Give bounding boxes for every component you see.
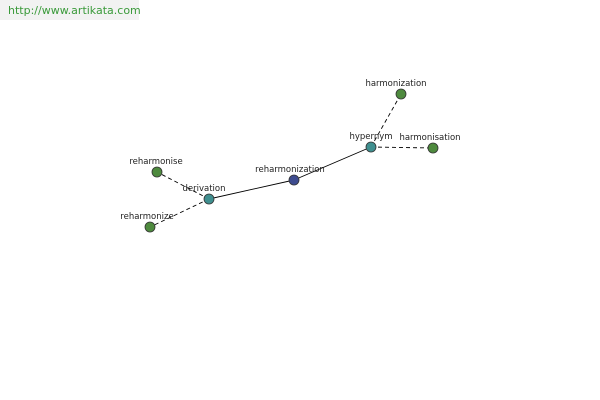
- node-label-reharmonise[interactable]: reharmonise: [129, 157, 182, 167]
- node-dot-reharmonization[interactable]: [288, 174, 300, 186]
- node-label-derivation[interactable]: derivation: [182, 184, 225, 194]
- node-label-reharmonization[interactable]: reharmonization: [255, 165, 325, 175]
- edge-derivation-reharmonization: [208, 179, 295, 200]
- node-derivation[interactable]: derivation: [182, 184, 226, 205]
- node-reharmonise[interactable]: reharmonise: [129, 157, 183, 178]
- node-label-reharmonize[interactable]: reharmonize: [120, 212, 173, 222]
- node-harmonisation[interactable]: harmonisation: [399, 133, 461, 154]
- node-label-hypernym[interactable]: hypernym: [349, 132, 392, 142]
- url-banner: http://www.artikata.com: [0, 0, 141, 20]
- node-dot-reharmonise[interactable]: [151, 166, 163, 178]
- edge-derivation-reharmonize: [149, 198, 210, 228]
- node-reharmonization[interactable]: reharmonization: [255, 165, 325, 186]
- node-label-harmonisation[interactable]: harmonisation: [399, 133, 460, 143]
- node-reharmonize[interactable]: reharmonize: [120, 212, 174, 233]
- node-dot-harmonisation[interactable]: [427, 142, 439, 154]
- node-dot-derivation[interactable]: [203, 193, 215, 205]
- site-url[interactable]: http://www.artikata.com: [8, 4, 141, 17]
- edge-hypernym-harmonization: [370, 93, 402, 148]
- node-label-harmonization[interactable]: harmonization: [365, 79, 426, 89]
- edges-layer: [149, 93, 434, 228]
- edge-reharmonization-hypernym: [293, 146, 372, 181]
- node-hypernym[interactable]: hypernym: [349, 132, 393, 153]
- node-harmonization[interactable]: harmonization: [365, 79, 427, 100]
- node-dot-reharmonize[interactable]: [144, 221, 156, 233]
- node-dot-hypernym[interactable]: [365, 141, 377, 153]
- node-dot-harmonization[interactable]: [395, 88, 407, 100]
- nodes-layer: reharmonization hypernym derivation harmoni…: [120, 79, 461, 233]
- edge-hypernym-harmonisation: [370, 146, 434, 149]
- edge-derivation-reharmonise: [156, 171, 210, 200]
